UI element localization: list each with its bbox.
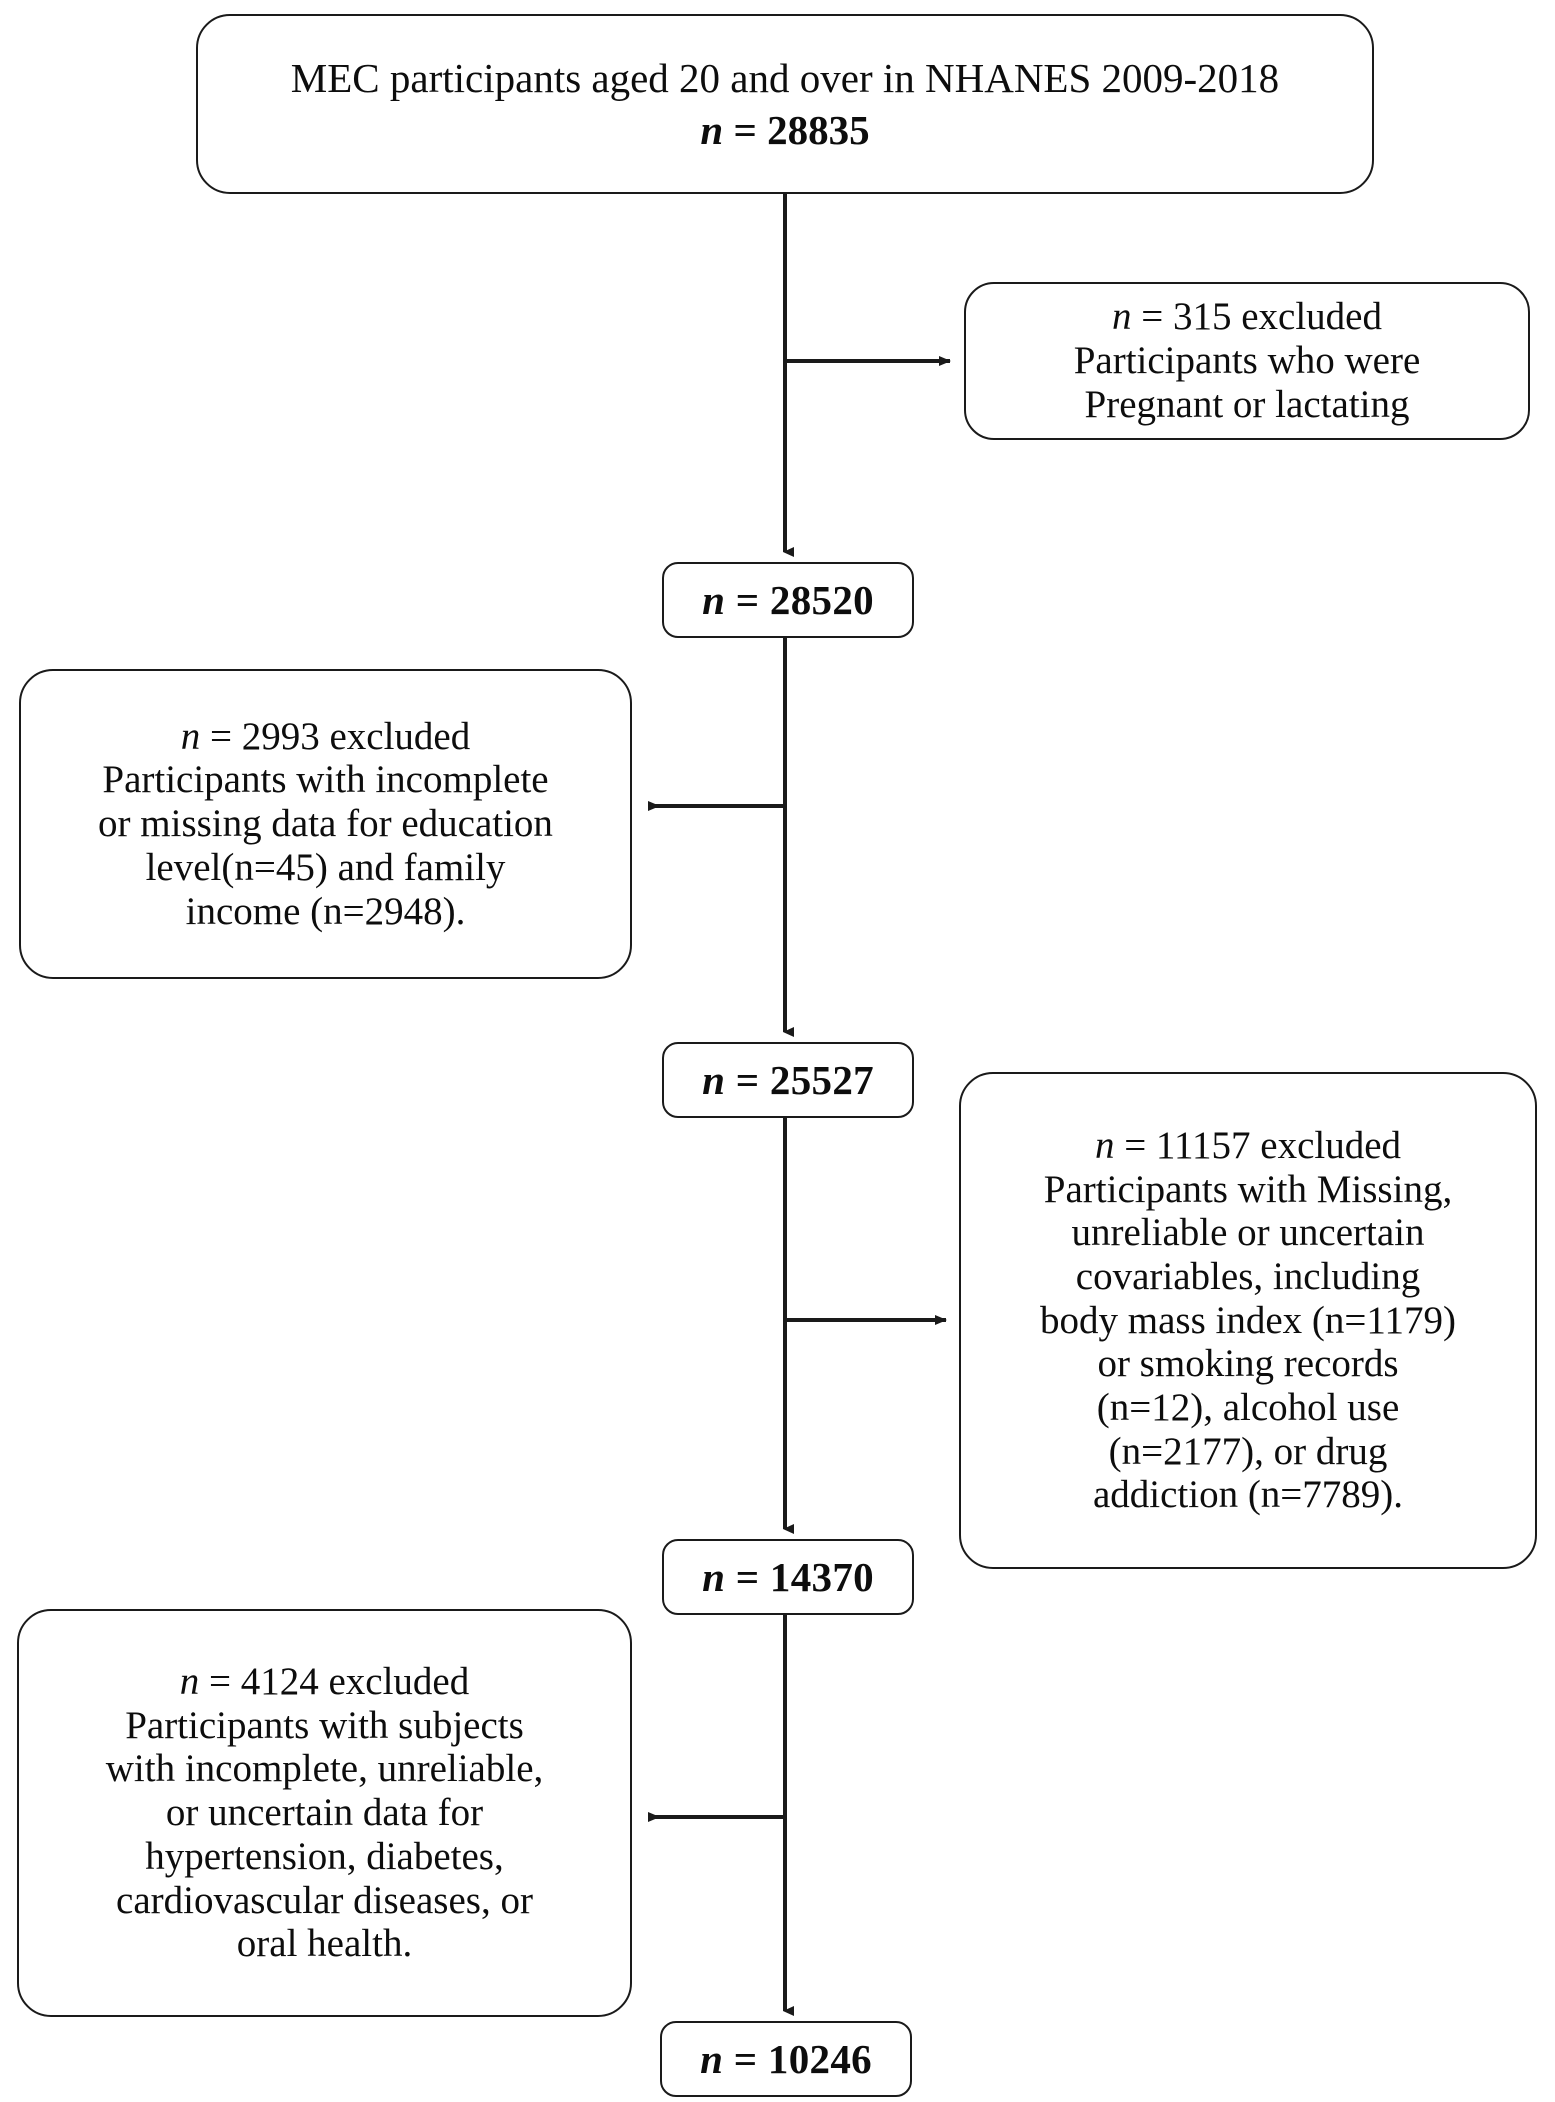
- node-count-14370-value: = 14370: [725, 1553, 874, 1600]
- node-excluded-education-count-value: = 2993 excluded: [200, 714, 471, 758]
- node-excluded-diseases-line-7: oral health.: [236, 1922, 413, 1966]
- node-excluded-covariables-line-2: Participants with Missing,: [1043, 1167, 1453, 1211]
- node-excluded-education-count: n = 2993 excluded: [181, 715, 471, 759]
- node-excluded-covariables-line-9: addiction (n=7789).: [1092, 1473, 1404, 1517]
- node-excluded-diseases-line-5: hypertension, diabetes,: [145, 1834, 504, 1878]
- node-total-count-symbol: n: [700, 107, 724, 153]
- node-excluded-education-line-3: or missing data for education: [98, 802, 553, 846]
- node-count-10246-value: = 10246: [723, 2035, 872, 2082]
- node-excluded-covariables-line-4: covariables, including: [1075, 1254, 1421, 1298]
- node-excluded-pregnant-line-3: Pregnant or lactating: [1084, 382, 1410, 426]
- node-excluded-covariables-line-6: or smoking records: [1097, 1342, 1399, 1386]
- node-excluded-education-income: n = 2993 excluded Participants with inco…: [19, 669, 632, 979]
- node-excluded-diseases: n = 4124 excluded Participants with subj…: [17, 1609, 632, 2017]
- node-count-25527-symbol: n: [702, 1056, 726, 1103]
- node-count-14370-symbol: n: [702, 1553, 726, 1600]
- node-total-count: n = 28835: [700, 104, 869, 156]
- node-count-28520-symbol: n: [702, 576, 726, 623]
- node-count-14370: n = 14370: [662, 1539, 914, 1615]
- node-excluded-diseases-count: n = 4124 excluded: [180, 1660, 470, 1704]
- node-count-28520-text: n = 28520: [702, 576, 874, 623]
- node-count-28520: n = 28520: [662, 562, 914, 638]
- node-count-10246-symbol: n: [700, 2035, 724, 2082]
- node-count-10246-text: n = 10246: [700, 2035, 872, 2082]
- node-excluded-diseases-line-3: with incomplete, unreliable,: [105, 1747, 544, 1791]
- node-excluded-pregnant-count: n = 315 excluded: [1112, 295, 1382, 339]
- node-excluded-covariables-count-value: = 11157 excluded: [1114, 1123, 1402, 1167]
- node-total-line-1: MEC participants aged 20 and over in NHA…: [290, 54, 1280, 101]
- node-excluded-diseases-count-symbol: n: [179, 1660, 200, 1704]
- node-count-25527-value: = 25527: [725, 1056, 874, 1103]
- node-excluded-education-count-symbol: n: [180, 714, 201, 758]
- node-excluded-pregnant-line-2: Participants who were: [1073, 339, 1421, 383]
- node-excluded-covariables-line-5: body mass index (n=1179): [1040, 1298, 1456, 1342]
- node-total-participants: MEC participants aged 20 and over in NHA…: [196, 14, 1374, 194]
- node-excluded-covariables-line-3: unreliable or uncertain: [1071, 1211, 1425, 1255]
- node-excluded-education-line-4: level(n=45) and family: [145, 845, 506, 889]
- node-excluded-diseases-line-2: Participants with subjects: [125, 1703, 524, 1747]
- node-count-25527-text: n = 25527: [702, 1056, 874, 1103]
- node-excluded-covariables: n = 11157 excluded Participants with Mis…: [959, 1072, 1537, 1569]
- node-excluded-pregnant-count-symbol: n: [1111, 295, 1132, 339]
- node-excluded-covariables-line-7: (n=12), alcohol use: [1096, 1386, 1400, 1429]
- node-excluded-covariables-line-8: (n=2177), or drug: [1108, 1429, 1388, 1473]
- node-excluded-diseases-line-4: or uncertain data for: [165, 1791, 484, 1835]
- node-excluded-covariables-count: n = 11157 excluded: [1095, 1124, 1401, 1168]
- node-excluded-diseases-count-value: = 4124 excluded: [199, 1660, 470, 1704]
- node-excluded-pregnant: n = 315 excluded Participants who were P…: [964, 282, 1530, 440]
- node-count-14370-text: n = 14370: [702, 1553, 874, 1600]
- node-count-28520-value: = 28520: [725, 576, 874, 623]
- node-excluded-diseases-line-6: cardiovascular diseases, or: [116, 1878, 533, 1922]
- node-count-25527: n = 25527: [662, 1042, 914, 1118]
- node-excluded-covariables-count-symbol: n: [1094, 1123, 1115, 1167]
- node-excluded-pregnant-count-value: = 315 excluded: [1131, 295, 1382, 339]
- node-excluded-education-line-2: Participants with incomplete: [102, 758, 549, 802]
- node-count-10246: n = 10246: [660, 2021, 912, 2097]
- node-total-count-value: = 28835: [723, 107, 870, 153]
- node-excluded-education-line-5: income (n=2948).: [185, 889, 466, 933]
